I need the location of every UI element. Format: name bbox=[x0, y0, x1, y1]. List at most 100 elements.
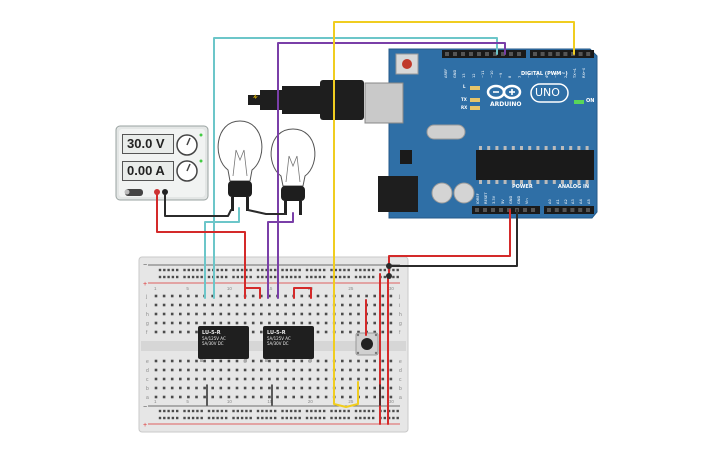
rail-hole[interactable] bbox=[245, 275, 248, 279]
rail-hole[interactable] bbox=[396, 409, 399, 413]
breadboard-hole[interactable] bbox=[195, 330, 198, 334]
rail-hole[interactable] bbox=[392, 268, 395, 272]
rail-hole[interactable] bbox=[338, 275, 342, 279]
breadboard-hole[interactable] bbox=[195, 377, 198, 381]
rail-hole[interactable] bbox=[281, 409, 284, 413]
rail-hole[interactable] bbox=[294, 275, 297, 279]
rail-hole[interactable] bbox=[261, 268, 264, 272]
breadboard-hole[interactable] bbox=[154, 395, 158, 399]
breadboard-hole[interactable] bbox=[300, 321, 304, 325]
header-pin[interactable] bbox=[570, 208, 575, 212]
header-pin[interactable] bbox=[548, 52, 553, 56]
pushbutton[interactable] bbox=[355, 332, 379, 356]
breadboard-hole[interactable] bbox=[276, 303, 279, 307]
breadboard-hole[interactable] bbox=[154, 377, 158, 381]
analog-header[interactable] bbox=[544, 206, 594, 214]
rail-hole[interactable] bbox=[343, 409, 346, 413]
light-bulb-1[interactable] bbox=[217, 120, 263, 211]
rail-hole[interactable] bbox=[216, 268, 219, 272]
breadboard-hole[interactable] bbox=[170, 377, 174, 381]
breadboard-hole[interactable] bbox=[373, 303, 376, 307]
breadboard-hole[interactable] bbox=[373, 368, 376, 372]
breadboard-hole[interactable] bbox=[357, 312, 360, 316]
breadboard-hole[interactable] bbox=[381, 321, 385, 325]
rail-hole[interactable] bbox=[245, 416, 248, 420]
breadboard-hole[interactable] bbox=[316, 395, 320, 399]
rail-hole[interactable] bbox=[330, 275, 333, 279]
rail-hole[interactable] bbox=[245, 409, 248, 413]
breadboard-hole[interactable] bbox=[211, 395, 214, 399]
rail-hole[interactable] bbox=[167, 268, 170, 272]
black-wire-gnd[interactable] bbox=[389, 209, 518, 267]
breadboard-hole[interactable] bbox=[235, 303, 239, 307]
dc-power-jack[interactable] bbox=[378, 176, 418, 212]
rail-hole[interactable] bbox=[220, 275, 224, 279]
breadboard-hole[interactable] bbox=[292, 321, 295, 325]
breadboard-hole[interactable] bbox=[203, 359, 206, 363]
breadboard-hole[interactable] bbox=[195, 321, 198, 325]
breadboard-hole[interactable] bbox=[341, 377, 344, 381]
rail-hole[interactable] bbox=[396, 416, 399, 420]
breadboard-hole[interactable] bbox=[170, 395, 174, 399]
breadboard-hole[interactable] bbox=[276, 386, 279, 390]
breadboard-hole[interactable] bbox=[219, 359, 223, 363]
breadboard-hole[interactable] bbox=[170, 321, 174, 325]
breadboard-hole[interactable] bbox=[324, 368, 328, 372]
rail-hole[interactable] bbox=[372, 268, 375, 272]
breadboard-hole[interactable] bbox=[268, 395, 271, 399]
wire-connector-end[interactable] bbox=[386, 263, 392, 269]
rail-hole[interactable] bbox=[220, 268, 224, 272]
breadboard-hole[interactable] bbox=[251, 368, 255, 372]
breadboard-hole[interactable] bbox=[235, 395, 239, 399]
rail-hole[interactable] bbox=[314, 268, 317, 272]
breadboard-hole[interactable] bbox=[243, 386, 247, 390]
breadboard-hole[interactable] bbox=[162, 386, 166, 390]
rail-hole[interactable] bbox=[347, 416, 350, 420]
breadboard-hole[interactable] bbox=[162, 312, 166, 316]
breadboard-hole[interactable] bbox=[268, 294, 271, 298]
breadboard-hole[interactable] bbox=[373, 330, 376, 334]
rail-hole[interactable] bbox=[343, 268, 346, 272]
rail-hole[interactable] bbox=[285, 268, 288, 272]
breadboard-hole[interactable] bbox=[292, 368, 295, 372]
breadboard-hole[interactable] bbox=[365, 386, 368, 390]
rail-hole[interactable] bbox=[392, 275, 395, 279]
header-pin[interactable] bbox=[493, 52, 497, 56]
breadboard-hole[interactable] bbox=[381, 386, 385, 390]
rail-hole[interactable] bbox=[196, 416, 199, 420]
rail-hole[interactable] bbox=[225, 275, 228, 279]
rail-hole[interactable] bbox=[163, 409, 166, 413]
rail-hole[interactable] bbox=[294, 416, 297, 420]
rail-hole[interactable] bbox=[200, 268, 203, 272]
breadboard-hole[interactable] bbox=[349, 330, 352, 334]
breadboard-hole[interactable] bbox=[251, 377, 255, 381]
header-pin[interactable] bbox=[517, 52, 521, 56]
rail-hole[interactable] bbox=[225, 268, 228, 272]
rail-hole[interactable] bbox=[305, 416, 309, 420]
rail-hole[interactable] bbox=[207, 416, 211, 420]
breadboard-hole[interactable] bbox=[341, 312, 344, 316]
rail-hole[interactable] bbox=[191, 416, 195, 420]
rail-hole[interactable] bbox=[310, 409, 313, 413]
rail-hole[interactable] bbox=[298, 275, 301, 279]
breadboard-hole[interactable] bbox=[276, 395, 279, 399]
breadboard-hole[interactable] bbox=[179, 395, 182, 399]
breadboard-hole[interactable] bbox=[365, 359, 368, 363]
rail-hole[interactable] bbox=[318, 268, 322, 272]
rail-hole[interactable] bbox=[167, 409, 170, 413]
breadboard-hole[interactable] bbox=[268, 303, 271, 307]
rail-hole[interactable] bbox=[171, 275, 175, 279]
breadboard-hole[interactable] bbox=[203, 386, 206, 390]
breadboard-hole[interactable] bbox=[284, 395, 287, 399]
rail-hole[interactable] bbox=[176, 268, 179, 272]
breadboard-hole[interactable] bbox=[211, 312, 214, 316]
breadboard-hole[interactable] bbox=[349, 321, 352, 325]
breadboard-hole[interactable] bbox=[268, 321, 271, 325]
rail-hole[interactable] bbox=[176, 409, 179, 413]
rail-hole[interactable] bbox=[347, 268, 350, 272]
rail-hole[interactable] bbox=[330, 416, 333, 420]
rail-hole[interactable] bbox=[396, 268, 399, 272]
breadboard-hole[interactable] bbox=[211, 303, 214, 307]
breadboard-hole[interactable] bbox=[349, 368, 352, 372]
breadboard-hole[interactable] bbox=[162, 359, 166, 363]
